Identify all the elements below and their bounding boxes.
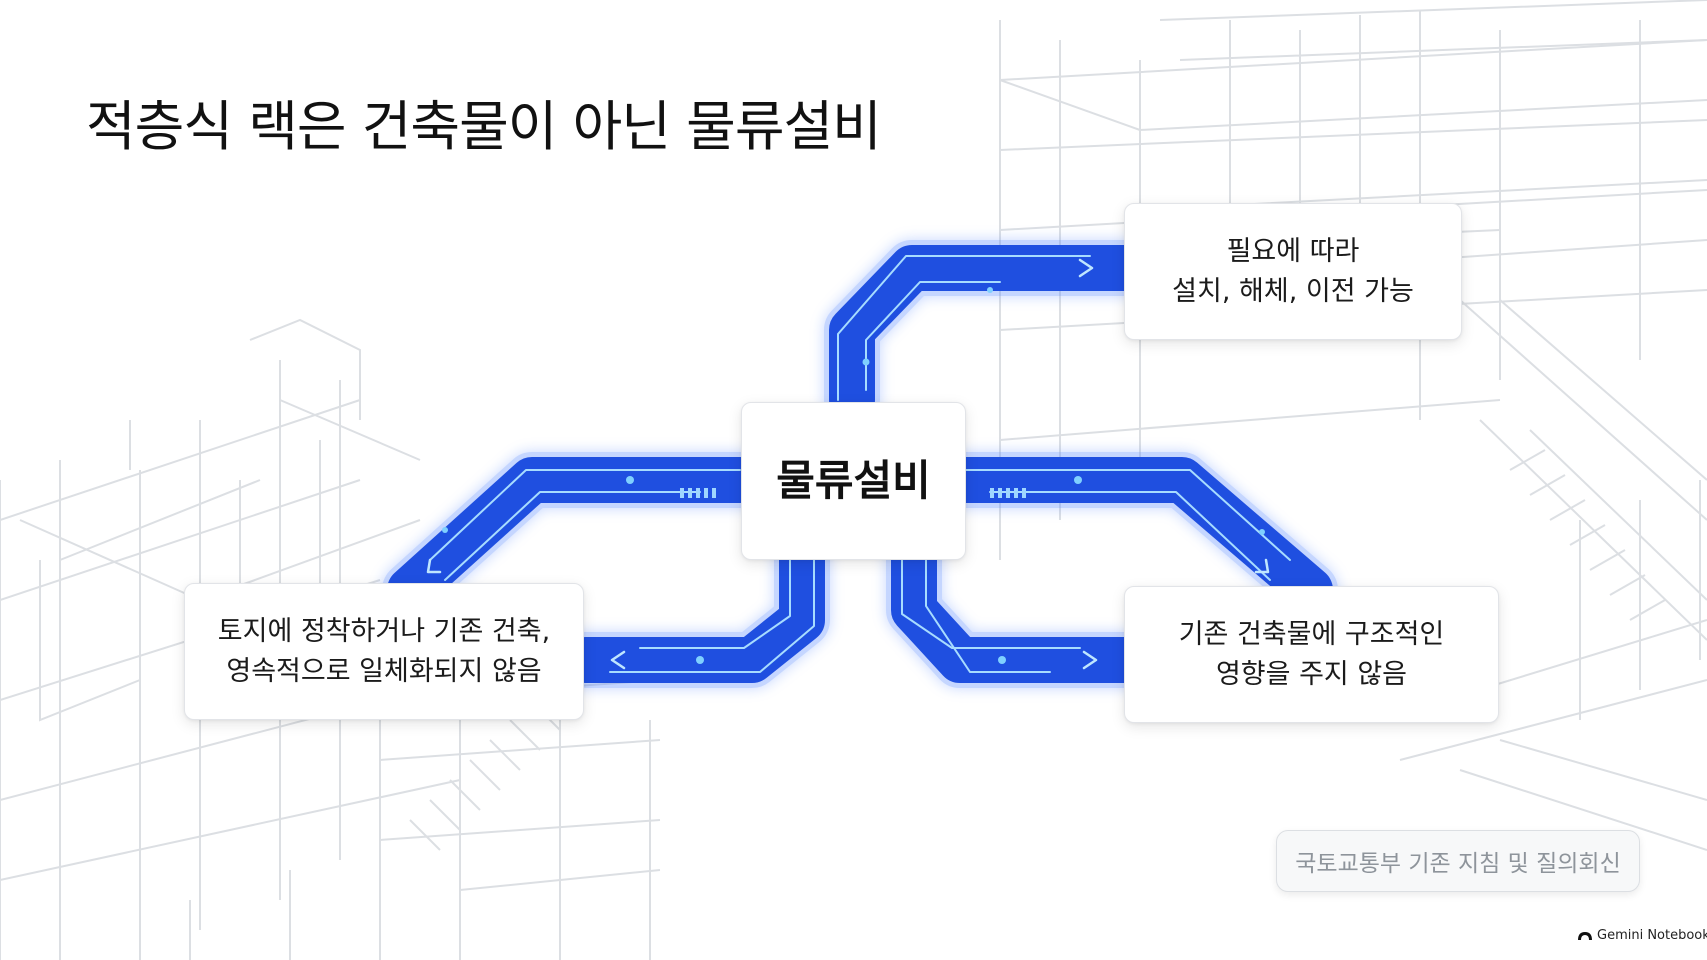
node-left-line-1: 토지에 정착하거나 기존 건축,	[217, 615, 551, 647]
node-bottom-right-line-2: 영향을 주지 않음	[1215, 658, 1408, 690]
watermark-label: Gemini Notebook	[1597, 928, 1707, 943]
node-top-right: 필요에 따라 설치, 해체, 이전 가능	[1124, 203, 1462, 340]
connector-left-lower	[563, 537, 825, 683]
watermark: Gemini Notebook	[1578, 928, 1707, 943]
connector-top-right	[829, 245, 1147, 423]
node-left: 토지에 정착하거나 기존 건축, 영속적으로 일체화되지 않음	[184, 583, 584, 720]
page-title: 적층식 랙은 건축물이 아닌 물류설비	[86, 95, 882, 158]
node-bottom-right: 기존 건축물에 구조적인 영향을 주지 않음	[1124, 586, 1499, 723]
connector-right-lower	[891, 537, 1147, 683]
center-node-label: 물류설비	[776, 456, 931, 505]
source-badge: 국토교통부 기존 지침 및 질의회신	[1276, 830, 1640, 892]
arrow-down-left-icon	[426, 558, 442, 574]
arrow-down-right-icon	[1254, 558, 1270, 574]
arrow-left-icon	[610, 650, 626, 670]
notebook-logo-icon	[1578, 932, 1592, 940]
node-left-line-2: 영속적으로 일체화되지 않음	[226, 655, 542, 687]
connector-right	[943, 457, 1333, 613]
arrow-right-icon	[1082, 650, 1098, 670]
arrow-right-icon	[1078, 258, 1094, 278]
node-top-right-line-2: 설치, 해체, 이전 가능	[1172, 275, 1414, 307]
node-bottom-right-line-1: 기존 건축물에 구조적인	[1178, 618, 1445, 650]
connector-left	[387, 457, 763, 613]
node-top-right-line-1: 필요에 따라	[1226, 235, 1360, 267]
center-node: 물류설비	[741, 402, 966, 560]
